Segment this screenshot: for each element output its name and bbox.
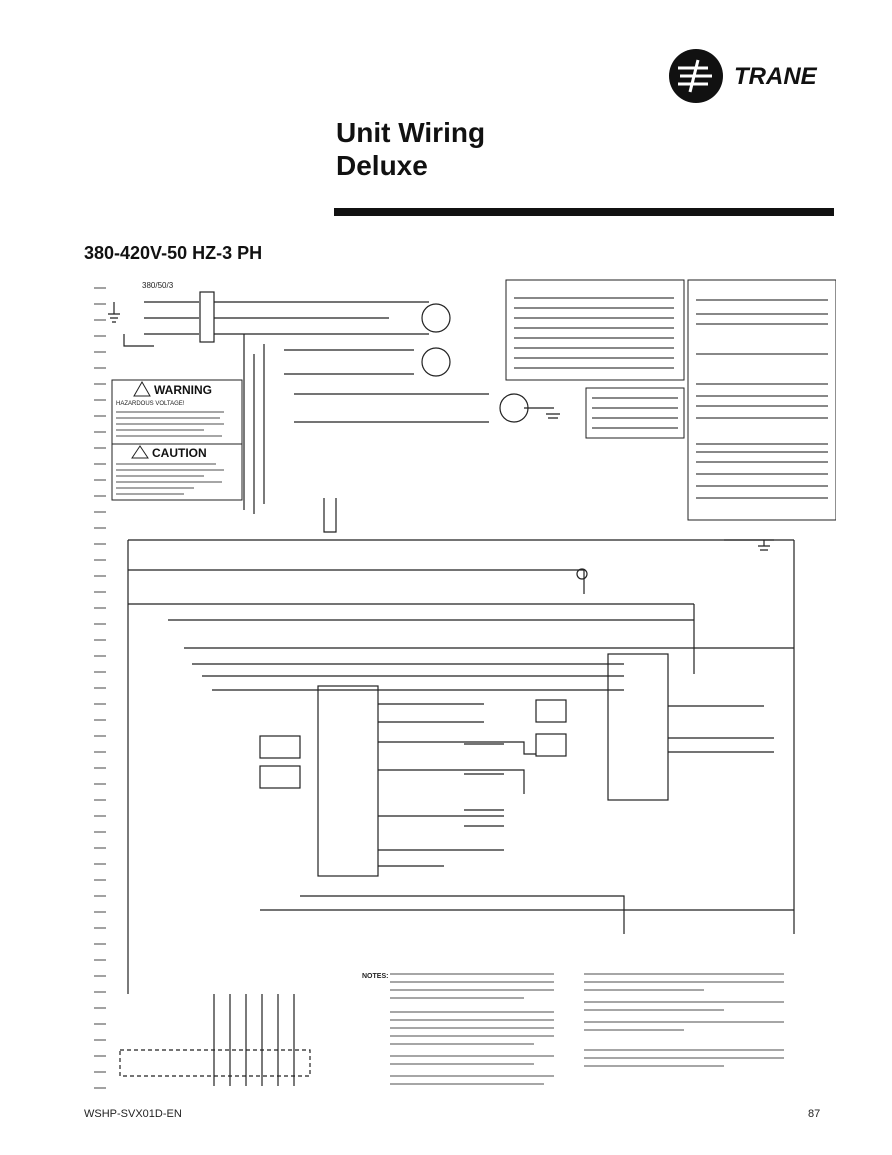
warning-box: WARNING HAZARDOUS VOLTAGE! CAUTION (111, 379, 243, 501)
title-line-1: Unit Wiring (336, 117, 486, 148)
warning-sub: HAZARDOUS VOLTAGE! (116, 401, 185, 407)
caution-heading: CAUTION (152, 446, 207, 460)
diagnostic-tables (505, 279, 837, 521)
trane-logo: TRANE (668, 46, 838, 106)
title-line-2: Deluxe (336, 150, 428, 181)
control-wiring (127, 498, 795, 994)
title-divider (334, 208, 834, 216)
voltage-heading: 380-420V-50 HZ-3 PH (84, 243, 263, 263)
notes-heading: NOTES: (362, 973, 388, 980)
wiring-diagram: 380/50/3 WARNING HAZARDOUS VOLTAGE! (84, 274, 837, 1104)
compressor-motors (243, 303, 560, 514)
notes-text (390, 973, 784, 1085)
warning-heading: WARNING (154, 383, 212, 397)
brand-name: TRANE (734, 63, 818, 90)
page-number: 87 (808, 1108, 821, 1120)
line-number-ticks (94, 287, 106, 1089)
control-modules (119, 653, 774, 1086)
supply-label: 380/50/3 (142, 281, 174, 290)
power-supply-lines (108, 291, 429, 347)
page-title: Unit Wiring Deluxe (336, 116, 485, 182)
document-number: WSHP-SVX01D-EN (84, 1108, 182, 1120)
